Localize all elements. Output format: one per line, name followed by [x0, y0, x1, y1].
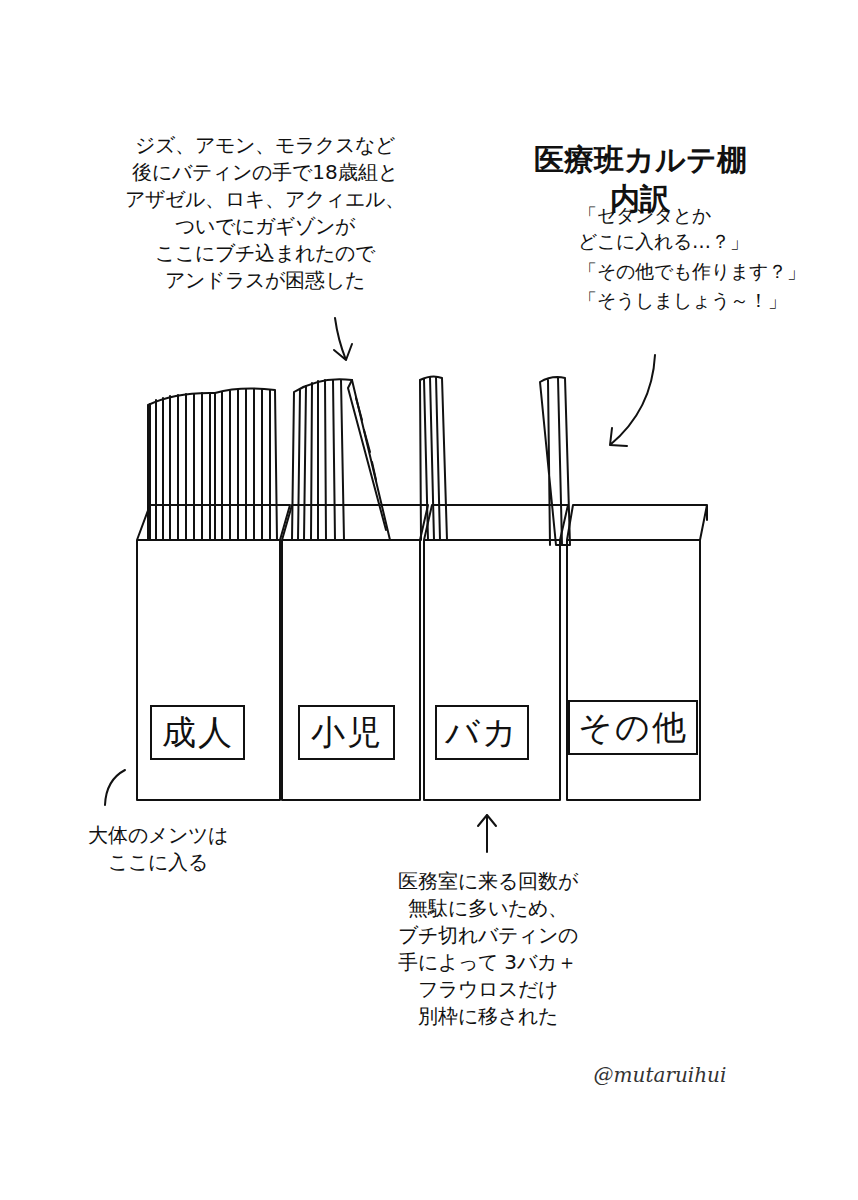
files-baka	[420, 376, 447, 540]
dialogue-text: 「その他でも作ります？」	[578, 259, 838, 285]
label-box: その他	[568, 700, 698, 755]
dialogue-text: 「そうしましょう～！」	[578, 288, 838, 314]
label-box: 小児	[298, 705, 395, 760]
files-child	[292, 379, 390, 540]
note-text: ジズ、アモン、モラクスなど 後にバティンの手で18歳組と アザゼル、ロキ、アクィ…	[105, 132, 425, 294]
note-text: 大体のメンツは ここに入る	[70, 822, 245, 876]
note-text: 医務室に来る回数が 無駄に多いため、 ブチ切れバティンの 手によって 3バカ＋フ…	[350, 868, 625, 1030]
label-text: 成人	[162, 710, 234, 756]
label-text: バカ	[445, 710, 519, 756]
watermark: @mutaruihui	[585, 1062, 735, 1089]
files-adult	[148, 389, 277, 540]
dialogue-text: 「セタンタとか どこに入れる…？」	[578, 203, 768, 254]
label-text: 小児	[311, 710, 383, 756]
label-text: その他	[578, 705, 688, 751]
file-holders	[137, 505, 707, 800]
label-box: 成人	[150, 705, 245, 760]
label-box: バカ	[435, 705, 529, 760]
callout-arrows	[105, 318, 655, 852]
